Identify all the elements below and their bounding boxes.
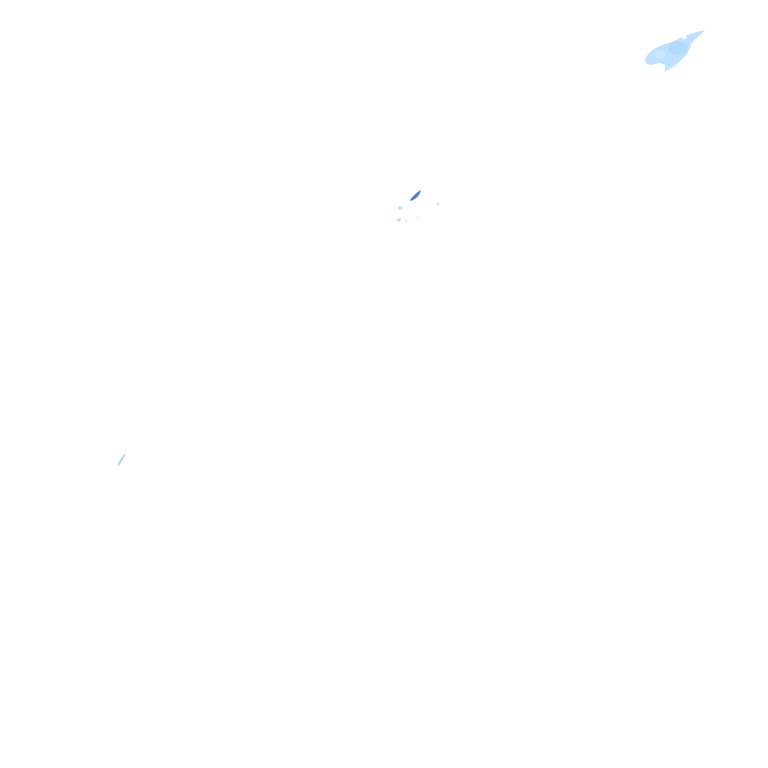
precip-cell-northeast (645, 30, 705, 72)
precip-cell-west (118, 453, 126, 466)
precip-cell-center (396, 190, 440, 222)
